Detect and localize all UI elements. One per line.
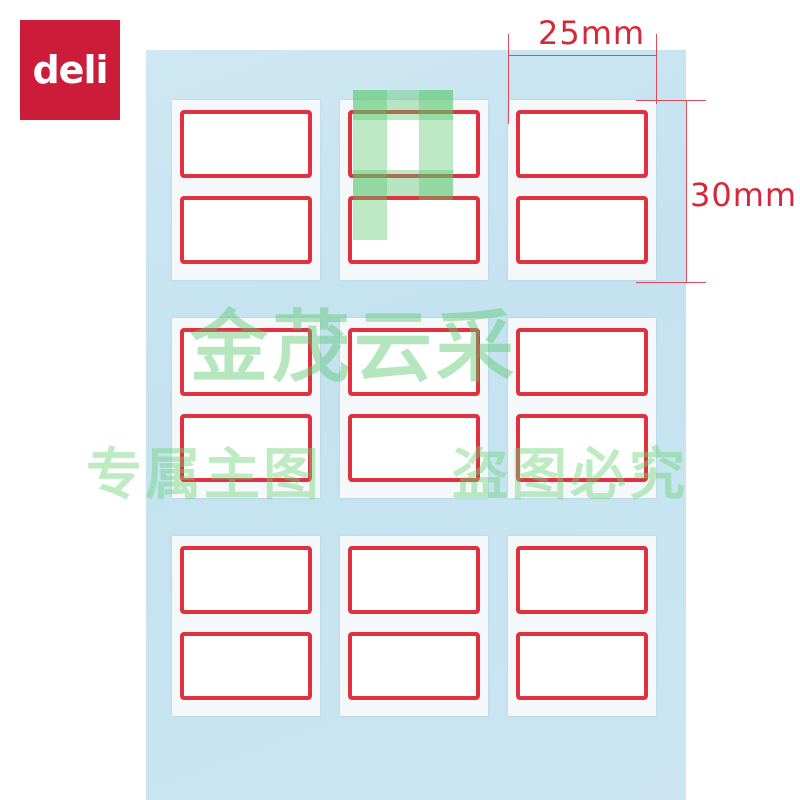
blank-label <box>516 328 648 396</box>
blank-label <box>180 414 312 482</box>
height-dimension-label: 30mm <box>690 176 798 214</box>
blank-label <box>348 632 480 700</box>
brand-logo: deli <box>20 20 120 120</box>
blank-label <box>348 414 480 482</box>
width-dimension-left-tick <box>508 34 509 124</box>
blank-label <box>348 196 480 264</box>
blank-label <box>180 328 312 396</box>
blank-label <box>180 110 312 178</box>
height-dimension-top-tick <box>636 100 706 101</box>
width-dimension-line <box>508 55 656 56</box>
width-dimension-right-tick <box>656 34 657 104</box>
width-dimension-label: 25mm <box>538 14 646 52</box>
blank-label <box>348 328 480 396</box>
blank-label <box>348 546 480 614</box>
blank-label <box>180 196 312 264</box>
brand-logo-text: deli <box>32 48 108 92</box>
blank-label <box>180 546 312 614</box>
height-dimension-bottom-tick <box>636 282 706 283</box>
blank-label <box>516 110 648 178</box>
blank-label <box>180 632 312 700</box>
blank-label <box>516 196 648 264</box>
blank-label <box>516 414 648 482</box>
label-sheet <box>146 50 686 800</box>
blank-label <box>348 110 480 178</box>
blank-label <box>516 546 648 614</box>
height-dimension-line <box>686 100 687 282</box>
blank-label <box>516 632 648 700</box>
